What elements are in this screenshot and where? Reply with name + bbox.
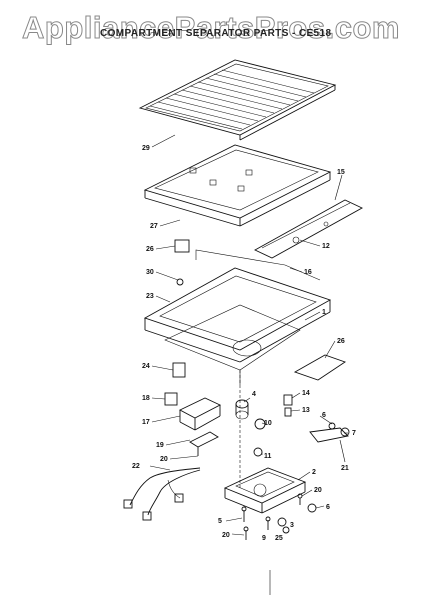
callout-13: 13 <box>302 407 310 414</box>
callout-16: 16 <box>304 269 312 276</box>
callout-9: 9 <box>262 535 266 542</box>
part-26-gasket <box>293 354 347 381</box>
callout-6a: 6 <box>322 412 326 419</box>
callout-23: 23 <box>146 293 154 300</box>
callout-26b: 26 <box>337 338 345 345</box>
callout-7: 7 <box>352 430 356 437</box>
callout-26a: 26 <box>146 246 154 253</box>
callout-18: 18 <box>142 395 150 402</box>
diagram-title: COMPARTMENT SEPARATOR PARTS - CE518 <box>100 28 332 39</box>
callout-17: 17 <box>142 419 150 426</box>
leader-lines <box>149 134 348 536</box>
callout-10: 10 <box>264 420 272 427</box>
callout-5: 5 <box>218 518 222 525</box>
callout-25: 25 <box>275 535 283 542</box>
part-24-clip <box>172 362 186 378</box>
callout-12: 12 <box>322 243 330 250</box>
callout-6b: 6 <box>326 504 330 511</box>
callout-labels: 29 15 27 26 12 16 30 23 1 26 24 4 14 18 … <box>132 145 356 542</box>
part-18-clip <box>164 392 178 406</box>
callout-27: 27 <box>150 223 158 230</box>
part-13-spacer <box>284 407 292 417</box>
part-30-screw <box>176 278 184 286</box>
callout-19: 19 <box>156 442 164 449</box>
callout-11: 11 <box>264 453 272 460</box>
callout-15: 15 <box>337 169 345 176</box>
part-21-hose <box>309 422 350 443</box>
part-3-base <box>223 467 307 514</box>
callout-3: 3 <box>290 522 294 529</box>
callout-29: 29 <box>142 145 150 152</box>
part-4-post <box>235 399 249 420</box>
part-26-block <box>174 239 190 253</box>
part-screws <box>241 493 317 540</box>
part-11-washer <box>253 447 263 457</box>
part-15-bracket <box>254 199 363 259</box>
part-22-harness <box>123 467 201 521</box>
part-19-bracket <box>189 431 219 456</box>
callout-22: 22 <box>132 463 140 470</box>
part-29-grille <box>138 59 337 141</box>
callout-24: 24 <box>142 363 150 370</box>
part-17-control <box>179 397 222 431</box>
part-27-tray <box>143 144 332 227</box>
part-1-housing <box>143 267 332 385</box>
callout-20a: 20 <box>160 456 168 463</box>
callout-14: 14 <box>302 390 310 397</box>
callout-20c: 20 <box>222 532 230 539</box>
watermark: AppliancePartsPros.com <box>22 10 400 46</box>
callout-4: 4 <box>252 391 256 398</box>
callout-1: 1 <box>322 309 326 316</box>
callout-21: 21 <box>341 465 349 472</box>
callout-20b: 20 <box>314 487 322 494</box>
part-16-wire <box>195 249 321 281</box>
part-14-spacer <box>283 394 293 406</box>
callout-2: 2 <box>312 469 316 476</box>
callout-30: 30 <box>146 269 154 276</box>
